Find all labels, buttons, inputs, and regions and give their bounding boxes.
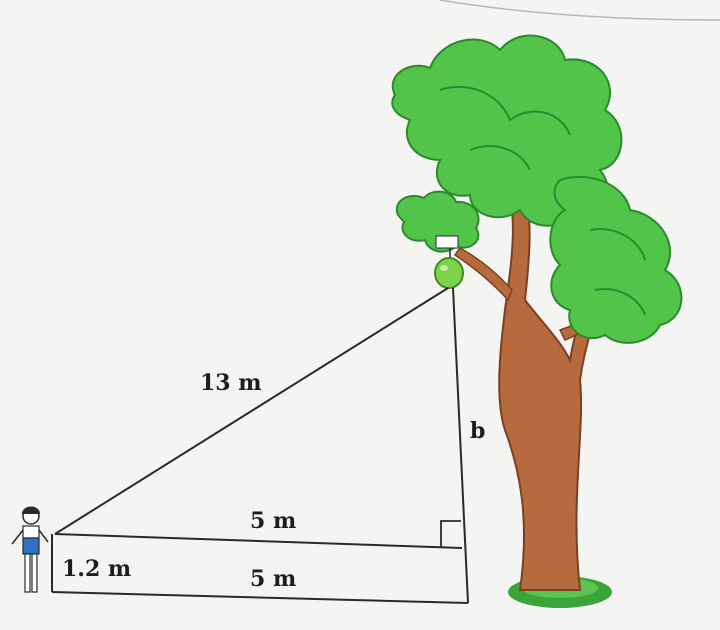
base-lower-line — [51, 591, 469, 604]
base-upper-label: 5 m — [250, 508, 297, 534]
base-lower-label: 5 m — [250, 566, 297, 592]
top-curve-line — [439, 0, 720, 21]
hypotenuse-line — [54, 287, 449, 535]
right-angle-marker — [440, 520, 461, 547]
height-unknown-label: b — [470, 418, 486, 444]
vertical-side-line — [452, 287, 469, 604]
tree-icon — [391, 34, 683, 608]
apple-icon — [434, 248, 464, 289]
person-icon — [11, 506, 49, 593]
base-upper-line — [54, 533, 463, 549]
observer-height-label: 1.2 m — [62, 556, 132, 582]
hypotenuse-label: 13 m — [200, 370, 262, 396]
